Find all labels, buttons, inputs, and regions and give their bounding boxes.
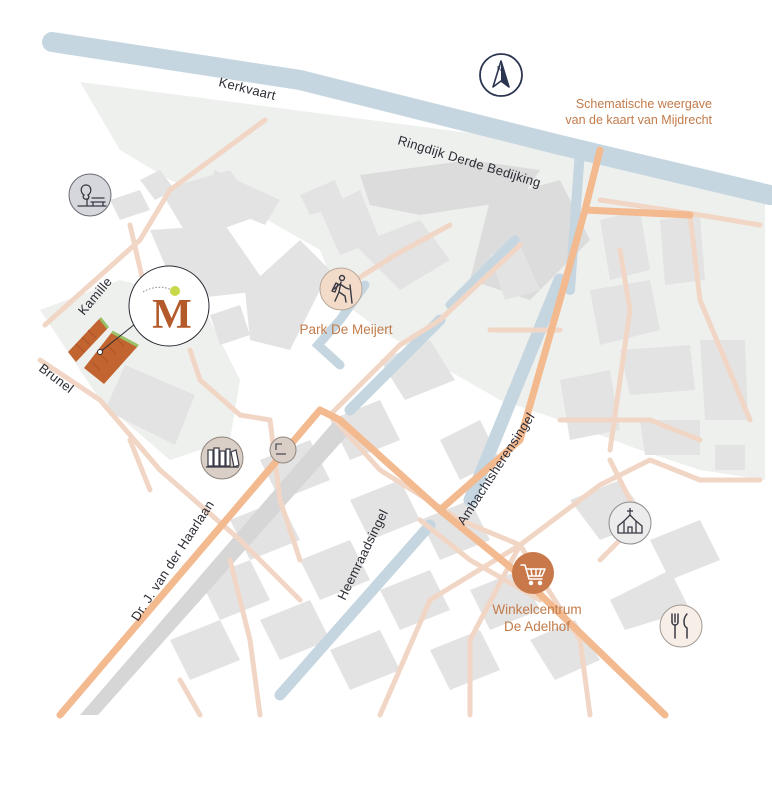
project-buildings [68,317,139,384]
rail-strip [80,420,352,715]
restaurant-icon [659,604,703,648]
school-icon [269,436,297,464]
church-icon [608,501,652,545]
map-note-line1: Schematische weergave [576,97,712,111]
label-haarlaan: Dr. J. van der Haarlaan [128,498,217,624]
project-logo-icon: M [128,265,210,347]
compass-icon: N [479,53,523,97]
hiking-icon [319,267,363,311]
shopping-cart-icon [512,552,554,594]
library-icon [200,436,244,480]
logo-pointer-dot [97,349,103,355]
compass-letter: N [497,66,502,73]
label-park: Park De Meijert [299,322,392,337]
park-bench-icon [68,173,112,217]
logo-pointer-line [99,319,141,353]
label-winkel-1: Winkelcentrum [492,602,581,617]
label-winkel-2: De Adelhof [504,619,570,634]
logo-letter: M [152,292,192,338]
map-note-line2: van de kaart van Mijdrecht [565,113,712,127]
